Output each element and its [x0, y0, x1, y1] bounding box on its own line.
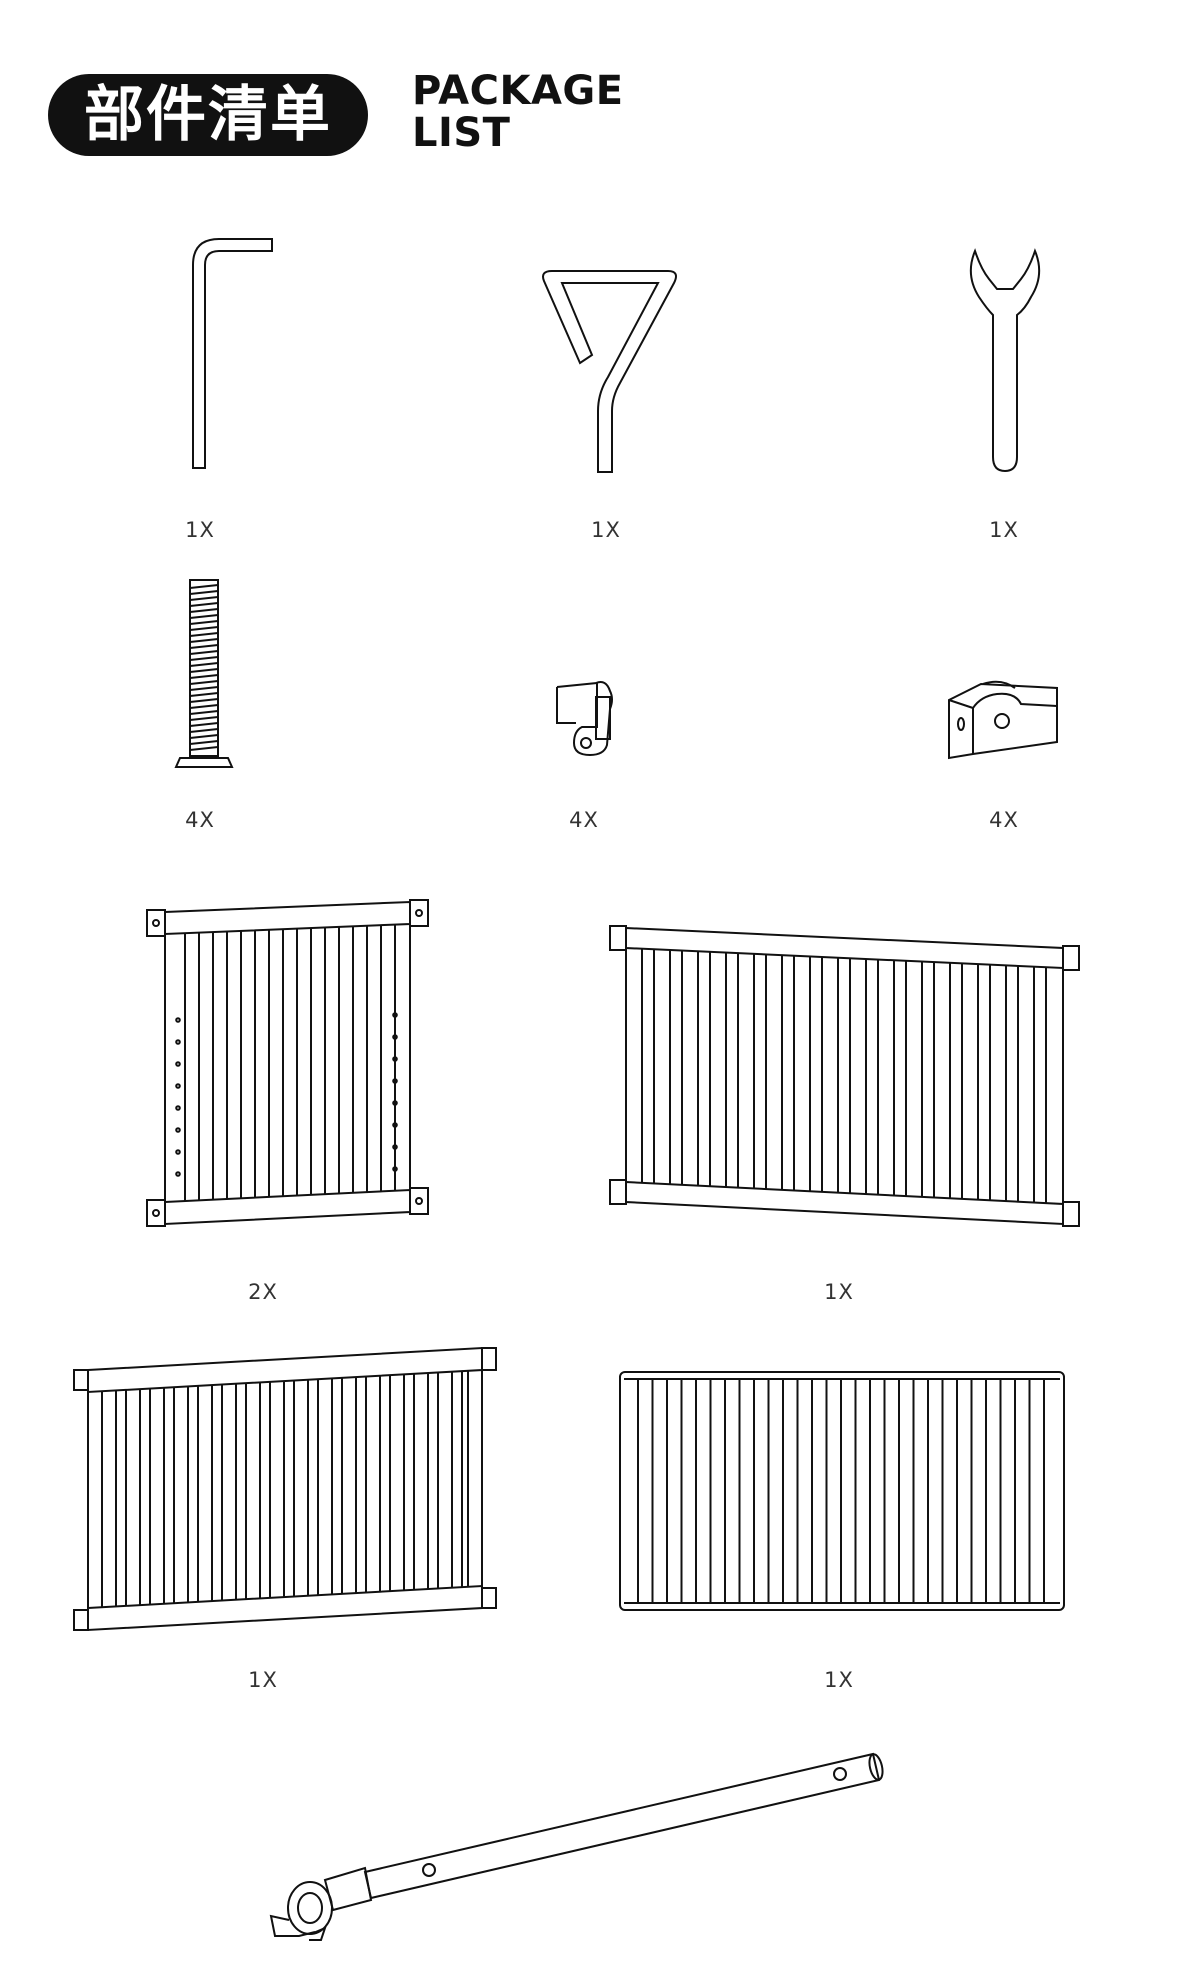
- end-rail-icon: [72, 1340, 512, 1640]
- quantity-label: 1X: [824, 1668, 854, 1692]
- short-side-rail-icon: [145, 890, 435, 1235]
- title-english-line2: LIST: [412, 110, 511, 156]
- open-wrench-icon: [965, 245, 1045, 475]
- quantity-label: 1X: [989, 518, 1019, 542]
- bolt-icon: [170, 575, 240, 775]
- bracket-icon: [945, 678, 1065, 763]
- quantity-label: 1X: [185, 518, 215, 542]
- quantity-label: 1X: [824, 1280, 854, 1304]
- quantity-label: 4X: [569, 808, 599, 832]
- support-tube-icon: [265, 1740, 895, 1940]
- allen-key-icon: [185, 235, 285, 475]
- title-english: PACKAGE LIST: [412, 70, 624, 154]
- quantity-label: 1X: [591, 518, 621, 542]
- quantity-label: 2X: [248, 1280, 278, 1304]
- quantity-label: 4X: [989, 808, 1019, 832]
- triangle-wrench-icon: [540, 265, 680, 475]
- title-badge: 部件清单: [48, 74, 368, 156]
- title-english-line1: PACKAGE: [412, 68, 624, 114]
- long-side-rail-icon: [608, 920, 1078, 1240]
- quantity-label: 1X: [248, 1668, 278, 1692]
- title-chinese: 部件清单: [84, 80, 332, 150]
- bed-base-slats-icon: [618, 1370, 1068, 1615]
- quantity-label: 4X: [185, 808, 215, 832]
- hinge-clip-icon: [552, 675, 632, 760]
